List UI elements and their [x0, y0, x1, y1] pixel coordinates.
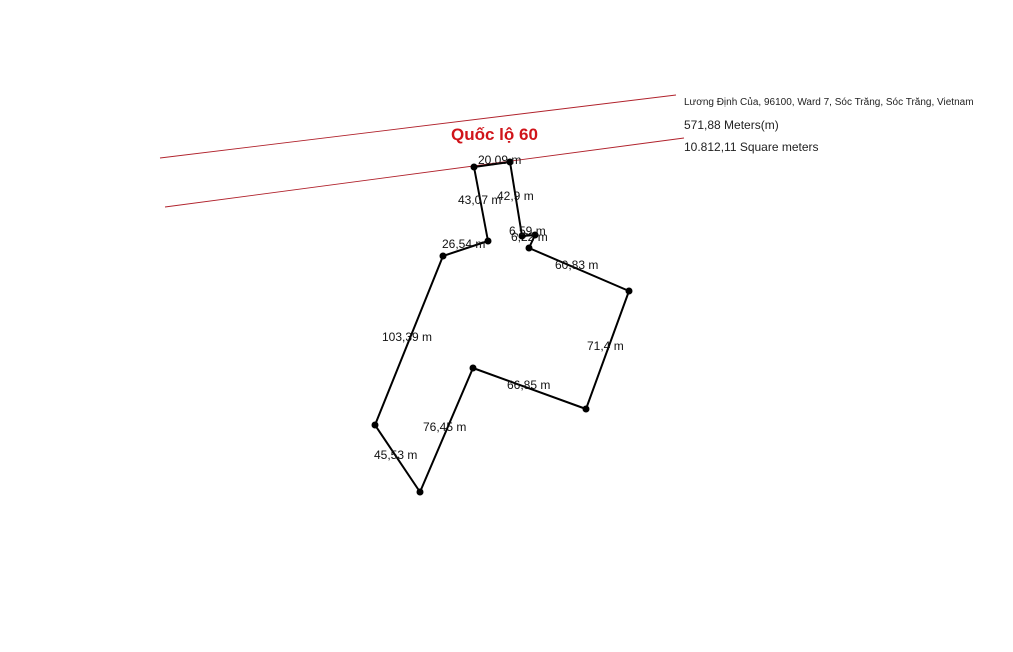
parcel-vertex[interactable]: [625, 287, 633, 295]
road-edge-lower: [164, 137, 685, 208]
edge-label: 76,45 m: [423, 420, 466, 434]
edge-label: 6,59 m: [509, 224, 546, 238]
edge-label: 42,9 m: [497, 189, 534, 203]
parcel-vertex[interactable]: [416, 488, 424, 496]
parcel-vertex[interactable]: [439, 252, 447, 260]
road-name-label: Quốc lộ 60: [451, 125, 538, 144]
address-text: Lương Định Của, 96100, Ward 7, Sóc Trăng…: [684, 97, 974, 108]
edge-label: 20,09 m: [478, 153, 521, 167]
parcel-vertices: [371, 158, 633, 496]
edge-label: 60,83 m: [555, 258, 598, 272]
parcel-vertex[interactable]: [371, 421, 379, 429]
area-text: 10.812,11 Square meters: [684, 140, 819, 154]
edge-label: 45,53 m: [374, 448, 417, 462]
edge-label: 71,4 m: [587, 339, 624, 353]
parcel-vertex[interactable]: [469, 364, 477, 372]
parcel-vertex[interactable]: [525, 244, 533, 252]
parcel-vertex[interactable]: [582, 405, 590, 413]
edge-labels: 20,09 m 42,9 m 6,59 m 6,22 m 60,83 m 71,…: [374, 153, 624, 462]
edge-label: 103,39 m: [382, 330, 432, 344]
perimeter-text: 571,88 Meters(m): [684, 118, 779, 132]
edge-label: 6,22 m: [511, 230, 548, 244]
parcel-vertex[interactable]: [470, 163, 478, 171]
parcel-vertex[interactable]: [531, 231, 539, 239]
parcel-vertex[interactable]: [518, 232, 526, 240]
parcel-vertex[interactable]: [506, 158, 514, 166]
edge-label: 26,54 m: [442, 237, 485, 251]
road-edge-upper: [159, 94, 677, 159]
edge-label: 66,85 m: [507, 378, 550, 392]
parcel-vertex[interactable]: [484, 237, 492, 245]
parcel-outline[interactable]: [374, 161, 630, 493]
edge-label: 43,07 m: [458, 193, 501, 207]
